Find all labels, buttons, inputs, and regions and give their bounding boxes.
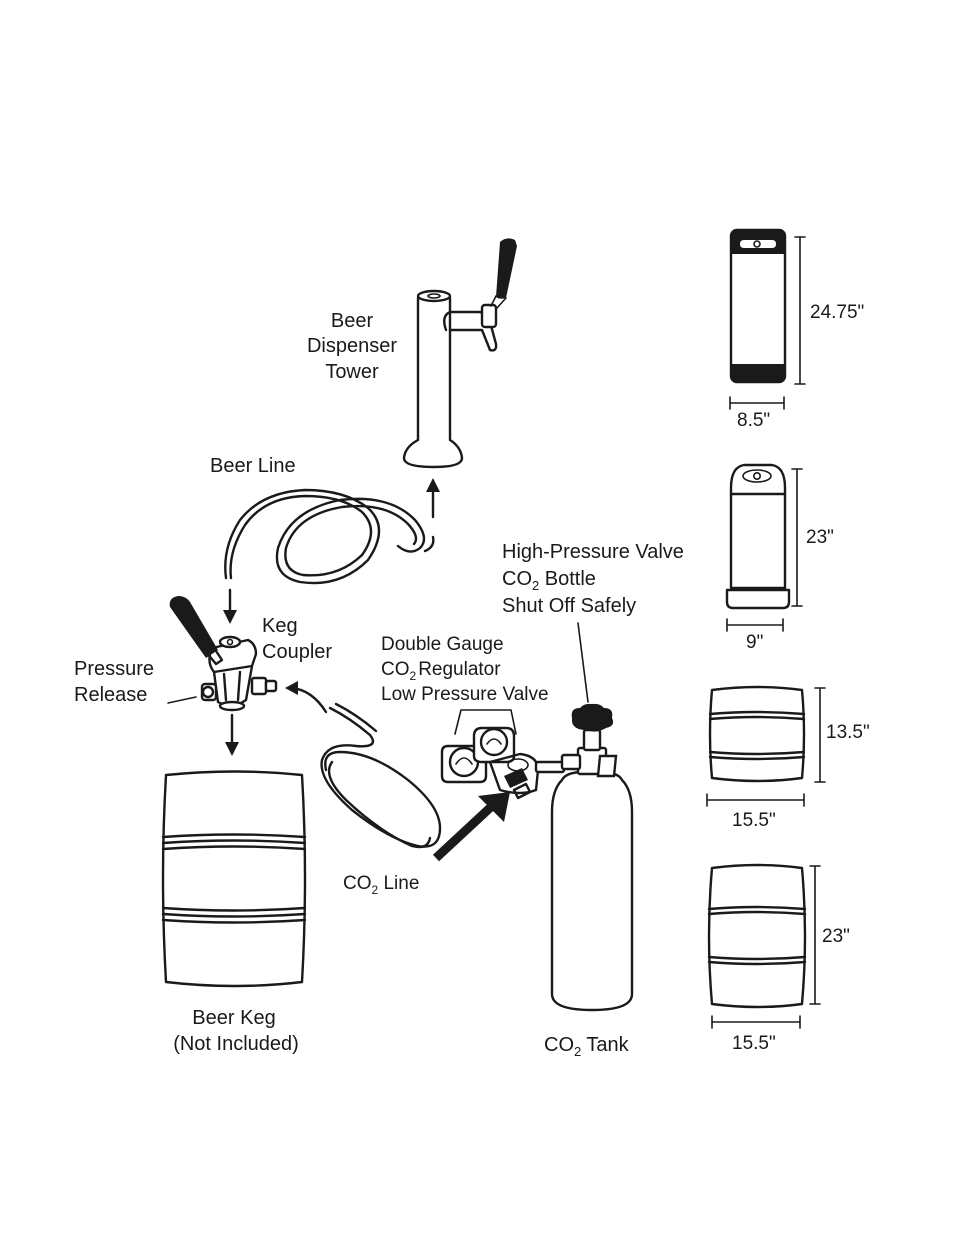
co2-regulator — [442, 728, 564, 798]
arrow-to-coupler — [223, 590, 237, 624]
label-co2-tank: CO2 Tank — [544, 1034, 630, 1059]
co2-tank — [552, 623, 632, 1010]
svg-text:Pressure: Pressure — [74, 658, 154, 680]
svg-text:(Not Included): (Not Included) — [173, 1033, 299, 1055]
svg-text:Dispenser: Dispenser — [307, 335, 397, 357]
svg-text:Shut Off Safely: Shut Off Safely — [502, 595, 636, 617]
arrow-to-tower — [426, 478, 440, 517]
arrow-to-coupler-gas — [285, 681, 326, 712]
dispenser-tower — [404, 238, 517, 467]
svg-text:Keg: Keg — [262, 615, 298, 637]
svg-text:Tower: Tower — [325, 361, 379, 383]
svg-text:CO2 Bottle: CO2 Bottle — [502, 568, 596, 593]
keg-3-width: 15.5" — [732, 810, 776, 831]
keg-3-height: 13.5" — [826, 722, 870, 743]
keg-1: 24.75" 8.5" — [730, 230, 864, 431]
svg-text:Low Pressure Valve: Low Pressure Valve — [381, 684, 549, 705]
keg-4: 23" 15.5" — [709, 865, 850, 1054]
label-pressure-release: Pressure Release — [74, 658, 154, 706]
keg-1-width: 8.5" — [737, 410, 770, 431]
label-high-pressure: High-Pressure Valve CO2 Bottle Shut Off … — [502, 541, 684, 617]
arrow-to-keg — [225, 715, 239, 756]
keg-2-height: 23" — [806, 527, 834, 548]
keg-4-width: 15.5" — [732, 1033, 776, 1054]
label-keg-coupler: Keg Coupler — [262, 615, 332, 663]
co2-line-coil — [322, 704, 440, 847]
svg-text:Release: Release — [74, 684, 147, 706]
beer-line-coil — [225, 490, 433, 583]
keg-4-height: 23" — [822, 926, 850, 947]
keg-2: 23" 9" — [727, 465, 834, 653]
keg-3: 13.5" 15.5" — [707, 687, 870, 831]
svg-text:Beer: Beer — [331, 310, 374, 332]
svg-text:High-Pressure Valve: High-Pressure Valve — [502, 541, 684, 563]
keg-1-height: 24.75" — [810, 302, 864, 323]
label-tower: Beer Dispenser Tower — [307, 310, 397, 383]
svg-text:Double Gauge: Double Gauge — [381, 634, 504, 655]
label-beer-line: Beer Line — [210, 455, 296, 477]
label-beer-keg: Beer Keg (Not Included) — [173, 1007, 299, 1055]
keg-coupler — [168, 596, 276, 710]
svg-text:Beer Keg: Beer Keg — [192, 1007, 275, 1029]
beer-keg — [163, 772, 305, 987]
arrow-to-regulator — [436, 792, 510, 858]
label-co2-line: CO2 Line — [343, 873, 419, 897]
keg-2-width: 9" — [746, 632, 763, 653]
svg-text:Coupler: Coupler — [262, 641, 332, 663]
